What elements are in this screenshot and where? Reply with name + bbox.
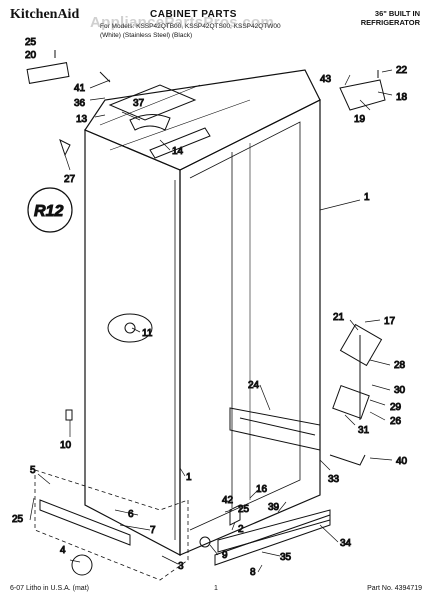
callout-1-lower: 1 bbox=[186, 472, 192, 483]
callout-33: 33 bbox=[328, 474, 340, 485]
callout-39: 39 bbox=[268, 502, 280, 513]
footer-part-number: Part No. 4394719 bbox=[367, 585, 422, 592]
callout-40: 40 bbox=[396, 456, 408, 467]
callout-1: 1 bbox=[364, 192, 370, 203]
callout-31: 31 bbox=[358, 425, 370, 436]
callout-3: 3 bbox=[178, 561, 184, 572]
lower-assemblies bbox=[34, 407, 366, 581]
top-hardware bbox=[26, 50, 386, 159]
callout-36: 36 bbox=[74, 98, 86, 109]
product-subtitle: 36" BUILT IN REFRIGERATOR bbox=[361, 9, 420, 27]
callout-10: 10 bbox=[60, 440, 72, 451]
callout-7: 7 bbox=[150, 525, 156, 536]
callout-17: 17 bbox=[384, 316, 396, 327]
callout-42: 42 bbox=[222, 495, 234, 506]
callout-labels: 25 20 41 36 37 13 14 27 1 43 22 18 19 11… bbox=[12, 37, 409, 579]
callout-9: 9 bbox=[222, 550, 228, 561]
subtitle-line-1: 36" BUILT IN bbox=[374, 9, 420, 18]
callout-25-left: 25 bbox=[12, 514, 24, 525]
diagram-title: CABINET PARTS bbox=[150, 9, 237, 20]
callout-34: 34 bbox=[340, 538, 352, 549]
callout-41: 41 bbox=[74, 83, 86, 94]
callout-24: 24 bbox=[248, 380, 260, 391]
cabinet-body bbox=[84, 69, 321, 556]
callout-25-top: 25 bbox=[25, 37, 37, 48]
watermark: AppliancePartsPros.com bbox=[90, 14, 275, 31]
r12-label: R12 bbox=[34, 203, 63, 220]
model-list: For Models: KSSP42QTB00, KSSP42QTS00, KS… bbox=[100, 22, 340, 40]
callout-6: 6 bbox=[128, 509, 134, 520]
callout-18: 18 bbox=[396, 92, 408, 103]
callout-22: 22 bbox=[396, 65, 408, 76]
subtitle-line-2: REFRIGERATOR bbox=[360, 18, 420, 27]
callout-26: 26 bbox=[390, 416, 402, 427]
callout-35: 35 bbox=[280, 552, 292, 563]
callout-4: 4 bbox=[60, 545, 66, 556]
callout-25-bottom: 25 bbox=[238, 504, 250, 515]
callout-5: 5 bbox=[30, 465, 36, 476]
model-list-line-2: (White) (Stainless Steel) (Black) bbox=[100, 32, 193, 39]
callout-30: 30 bbox=[394, 385, 406, 396]
callout-11: 11 bbox=[142, 328, 153, 339]
callout-19: 19 bbox=[354, 114, 366, 125]
callout-16: 16 bbox=[256, 484, 268, 495]
callout-28: 28 bbox=[394, 360, 406, 371]
side-hardware bbox=[59, 139, 383, 421]
callout-13: 13 bbox=[76, 114, 88, 125]
model-list-line-1: For Models: KSSP42QTB00, KSSP42QTS00, KS… bbox=[100, 23, 281, 30]
callout-21: 21 bbox=[333, 312, 345, 323]
callout-2: 2 bbox=[238, 524, 244, 535]
leader-lines bbox=[29, 69, 393, 573]
callout-27: 27 bbox=[64, 174, 76, 185]
callout-43: 43 bbox=[320, 74, 332, 85]
footer-litho: 6-07 Litho in U.S.A. (mat) bbox=[10, 585, 89, 592]
footer-page-number: 1 bbox=[214, 585, 218, 592]
r12-badge: R12 bbox=[27, 187, 73, 233]
callout-37: 37 bbox=[133, 98, 145, 109]
callout-29: 29 bbox=[390, 402, 402, 413]
brand-logo: KitchenAid bbox=[10, 7, 80, 22]
callout-20: 20 bbox=[25, 50, 37, 61]
callout-14: 14 bbox=[172, 146, 184, 157]
callout-8: 8 bbox=[250, 567, 256, 578]
